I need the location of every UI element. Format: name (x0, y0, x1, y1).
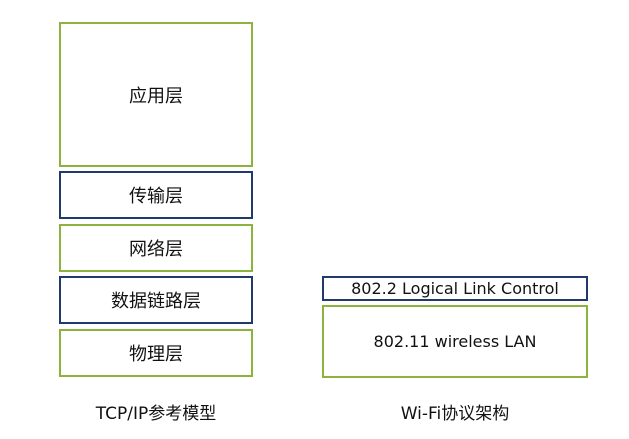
tcpip-model-caption: TCP/IP参考模型 (95, 404, 217, 424)
network-layer-box: 网络层 (59, 224, 253, 272)
data-link-layer-box: 数据链路层 (59, 276, 253, 324)
transport-layer-box: 传输层 (59, 171, 253, 219)
data-link-layer-label: 数据链路层 (111, 291, 201, 312)
llc-layer-label: 802.2 Logical Link Control (351, 279, 559, 298)
wireless-lan-layer-box: 802.11 wireless LAN (322, 305, 588, 378)
wireless-lan-layer-label: 802.11 wireless LAN (373, 332, 537, 351)
llc-layer-box: 802.2 Logical Link Control (322, 276, 588, 301)
physical-layer-label: 物理层 (129, 344, 183, 365)
application-layer-label: 应用层 (129, 85, 183, 107)
application-layer-box: 应用层 (59, 22, 253, 167)
transport-layer-label: 传输层 (129, 186, 183, 207)
physical-layer-box: 物理层 (59, 329, 253, 377)
wifi-architecture-caption: Wi-Fi协议架构 (400, 404, 510, 424)
network-layer-label: 网络层 (129, 239, 183, 260)
